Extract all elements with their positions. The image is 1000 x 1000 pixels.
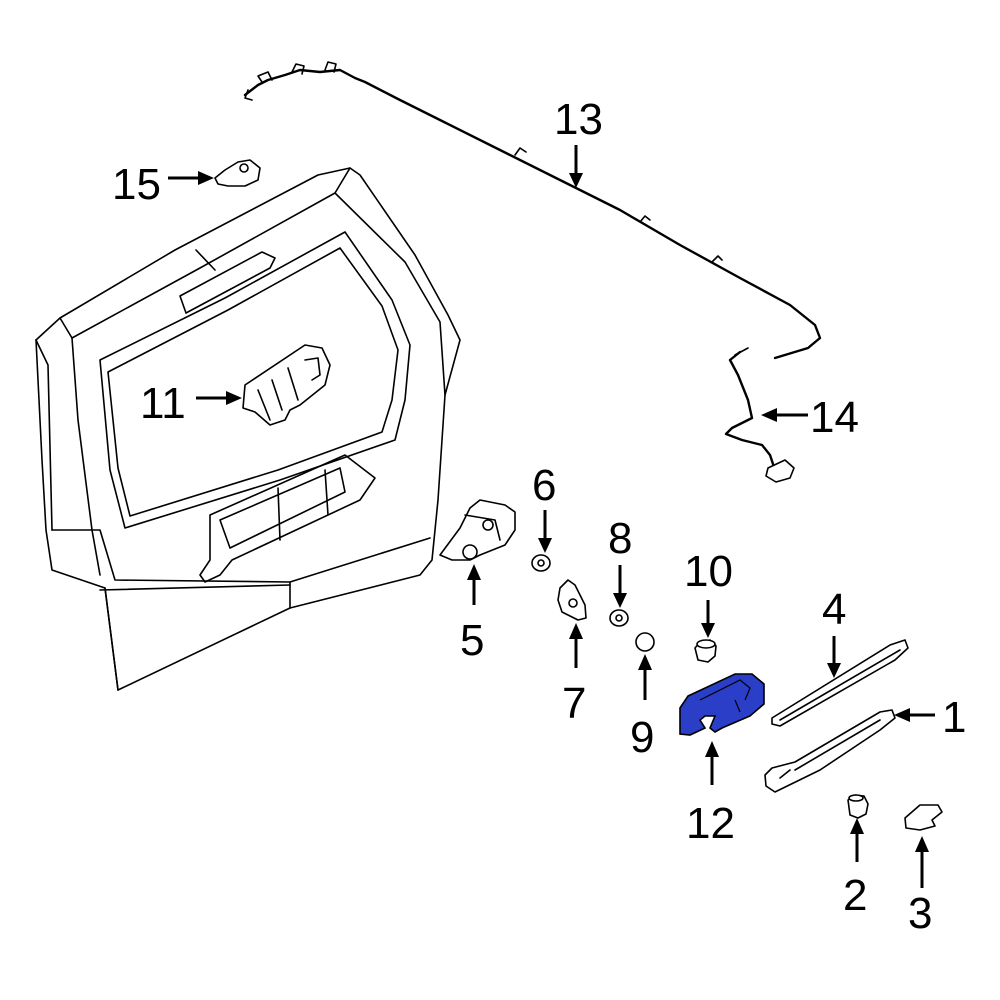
callout-1: 1 — [942, 693, 966, 742]
callout-5: 5 — [460, 616, 484, 665]
callout-3: 3 — [908, 889, 932, 938]
leader-arrows — [168, 145, 935, 888]
part-10-cap — [694, 639, 717, 663]
part-13-hose — [243, 61, 822, 360]
part-15-clip — [214, 159, 261, 187]
callout-15: 15 — [112, 160, 161, 209]
callout-2: 2 — [843, 871, 867, 920]
callout-13: 13 — [554, 95, 603, 144]
part-1-arm — [764, 709, 896, 793]
callout-4: 4 — [822, 585, 846, 634]
callout-12: 12 — [686, 799, 735, 848]
part-7-bracket — [557, 579, 587, 621]
callout-labels: 13 15 11 14 6 8 10 4 5 7 9 1 12 2 3 — [112, 95, 966, 938]
part-9-ring — [635, 632, 655, 652]
callout-11: 11 — [140, 379, 186, 428]
callout-9: 9 — [630, 713, 654, 762]
part-12-cover-highlighted — [679, 673, 765, 736]
part-8-washer — [609, 609, 629, 627]
part-5-bracket — [439, 499, 516, 561]
part-6-washer — [531, 554, 551, 572]
part-2-nut — [847, 794, 869, 819]
part-14-harness — [724, 347, 795, 483]
part-4-blade — [771, 639, 909, 727]
callout-8: 8 — [608, 514, 632, 563]
part-3-cap — [904, 804, 943, 831]
callout-10: 10 — [684, 547, 733, 596]
callout-6: 6 — [532, 461, 556, 510]
liftgate-drawing — [35, 167, 461, 691]
callout-7: 7 — [562, 679, 586, 728]
callout-14: 14 — [810, 393, 859, 442]
